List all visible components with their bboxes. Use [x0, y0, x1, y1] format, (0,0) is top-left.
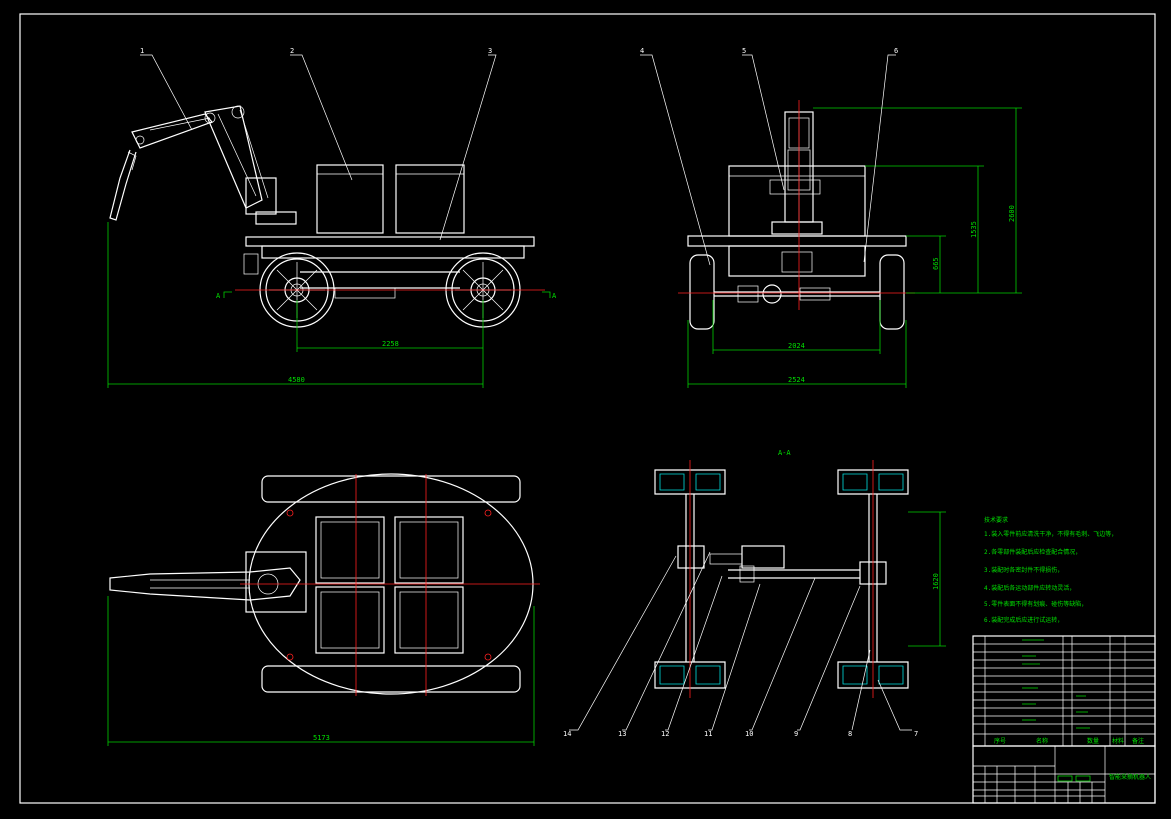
front-view: 2024 2524 665 1535 2600: [678, 100, 1022, 388]
dim-front-inner-width: 2024: [788, 342, 805, 350]
dim-front-h2: 1535: [970, 221, 978, 238]
part-label-11: 11: [704, 730, 712, 738]
dim-front-h1: 665: [932, 257, 940, 270]
leader-lines: [140, 54, 912, 731]
section-title: A-A: [778, 449, 791, 457]
section-mark-right: A: [552, 292, 557, 300]
part-label-5: 5: [742, 47, 746, 55]
part-label-9: 9: [794, 730, 798, 738]
part-label-12: 12: [661, 730, 669, 738]
side-dim-wheelbase: [296, 300, 484, 352]
front-tyre-right: [879, 254, 905, 330]
part-label-7: 7: [914, 730, 918, 738]
part-label-3: 3: [488, 47, 492, 55]
note-line-1: 1.装入零件前应清洗干净，不得有毛刺、飞边等，: [984, 530, 1117, 538]
side-bin-left: [316, 164, 384, 234]
part-label-10: 10: [745, 730, 753, 738]
side-bin-right: [395, 164, 465, 234]
title-block: 智能采摘机器人: [972, 745, 1156, 804]
note-line-3: 3.装配时各密封件不得损伤，: [984, 566, 1063, 574]
side-arm: [109, 105, 297, 225]
section-view: [654, 460, 946, 698]
part-label-2: 2: [290, 47, 294, 55]
side-view: A A 2258 4580: [107, 105, 557, 388]
note-line-2: 2.各零部件装配后应检查配合情况，: [984, 548, 1081, 556]
part-label-6: 6: [894, 47, 898, 55]
dim-side-overall: 4580: [288, 376, 305, 384]
front-tyre-left: [689, 254, 715, 330]
col-header-no: 序号: [994, 737, 1006, 745]
note-line-5: 5.零件表面不得有划痕、碰伤等缺陷，: [984, 600, 1087, 608]
notes-title: 技术要求: [984, 516, 1008, 524]
parts-list: 序号 名称 数量 材料 备注: [972, 635, 1156, 747]
drawing-border: [19, 13, 1156, 804]
note-line-6: 6.装配完成后应进行试运转，: [984, 616, 1063, 624]
dim-top-overall: 5173: [313, 734, 330, 742]
part-label-13: 13: [618, 730, 626, 738]
side-dim-overall: [107, 222, 484, 388]
col-header-name: 名称: [1036, 737, 1048, 745]
top-view: [107, 473, 540, 746]
col-header-material: 材料: [1112, 737, 1124, 745]
dim-front-h3: 2600: [1008, 205, 1016, 222]
part-label-14: 14: [563, 730, 571, 738]
part-label-8: 8: [848, 730, 852, 738]
dim-section-height: 1620: [932, 573, 940, 590]
dim-side-wheelbase: 2258: [382, 340, 399, 348]
col-header-qty: 数量: [1087, 737, 1099, 745]
front-dim-heights: [813, 107, 1022, 294]
part-label-1: 1: [140, 47, 144, 55]
side-platform: [245, 236, 535, 247]
title-block-name: 智能采摘机器人: [1109, 773, 1151, 781]
note-line-4: 4.装配后各运动部件应转动灵活，: [984, 584, 1075, 592]
technical-notes: 技术要求 1.装入零件前应清洗干净，不得有毛刺、飞边等， 2.各零部件装配后应检…: [984, 516, 1117, 624]
col-header-remark: 备注: [1132, 737, 1144, 745]
dim-front-outer-width: 2524: [788, 376, 805, 384]
front-platform: [687, 235, 907, 247]
front-dim-width: [687, 300, 907, 388]
section-motor: [741, 545, 785, 569]
section-mark-left: A: [216, 292, 221, 300]
part-label-4: 4: [640, 47, 644, 55]
